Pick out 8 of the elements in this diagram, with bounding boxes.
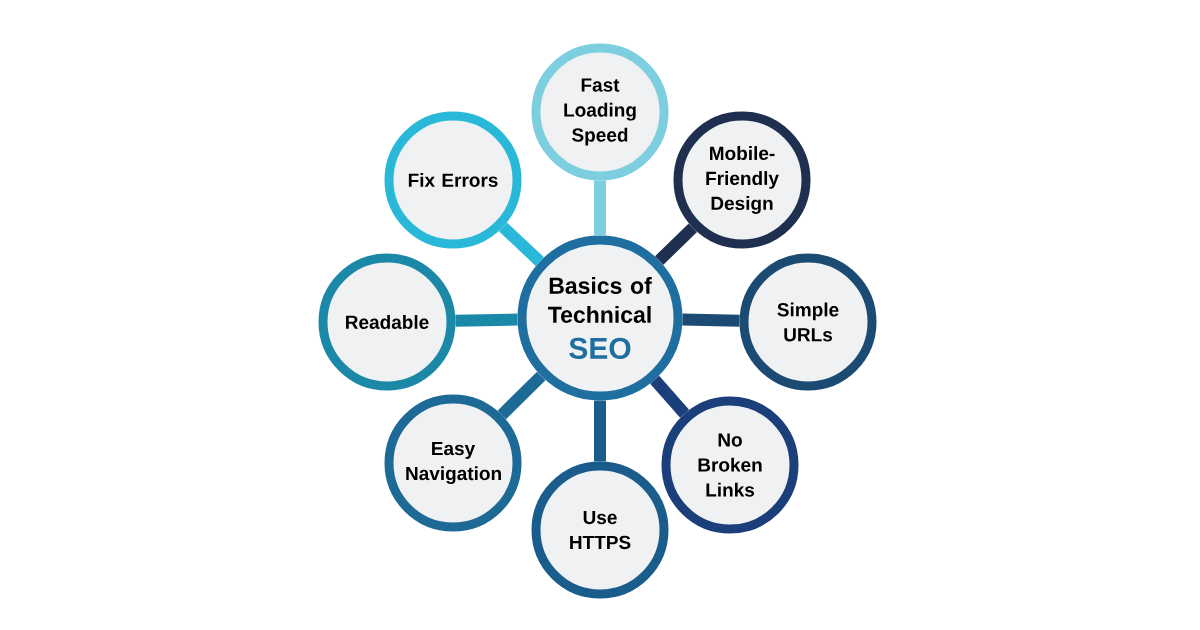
connector: [497, 371, 546, 420]
connector: [455, 313, 518, 327]
connector: [654, 223, 698, 265]
connector: [650, 375, 690, 418]
connector: [594, 180, 606, 236]
connector: [498, 222, 544, 266]
connector: [682, 313, 740, 327]
connector: [594, 400, 606, 462]
